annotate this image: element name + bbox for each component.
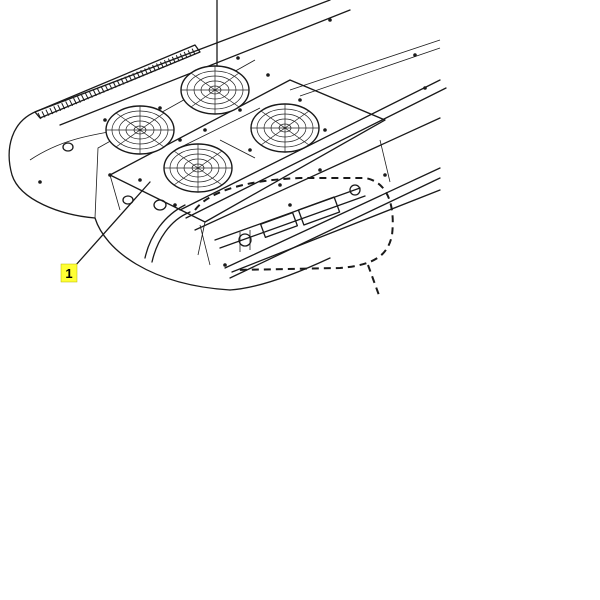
vent-slat (41, 111, 46, 118)
bolt-dot (103, 118, 107, 122)
vent-slat (96, 88, 101, 95)
vent-slat (112, 81, 117, 88)
fan-left (105, 105, 175, 155)
vent-slat (84, 92, 89, 100)
vent-slat (148, 66, 153, 74)
bolt-dot (413, 53, 417, 57)
fan-right (250, 103, 320, 153)
callout-1: 1 (60, 181, 151, 283)
vent-slat (116, 79, 121, 87)
vent-slat (191, 48, 196, 55)
bolt-dot (38, 180, 42, 184)
vent-slat (88, 91, 93, 98)
vent-slat (175, 55, 180, 62)
vent-slat (132, 73, 137, 80)
hose (144, 204, 191, 263)
bolt-dot (223, 263, 227, 267)
bolt-dot (266, 73, 270, 77)
fan-top (180, 65, 250, 115)
vent-slat (128, 74, 133, 82)
unit-housing (8, 0, 386, 291)
vent-slat (104, 84, 109, 92)
vent-slat (73, 97, 77, 105)
vent-slat (187, 50, 192, 57)
vent-slat (171, 56, 176, 64)
bolt-dot (323, 128, 327, 132)
bolt-dot (203, 128, 207, 132)
fan-front (163, 143, 233, 193)
frame-rails (179, 39, 447, 279)
bolt-dot (108, 173, 112, 177)
vent-slat (65, 101, 70, 108)
bolt-dot (328, 18, 332, 22)
vent-slat (69, 99, 74, 107)
vent-slat (37, 112, 42, 120)
callout-1-leader-line (74, 181, 151, 267)
vent-slat (57, 104, 62, 111)
vent-slat (140, 69, 145, 77)
bolt-dot (383, 173, 387, 177)
vent-slat (49, 107, 54, 115)
vent-slat (61, 102, 66, 110)
vent-slat (92, 89, 97, 97)
vent-slat (183, 51, 188, 59)
bolt-dot (178, 138, 182, 142)
vent-slat (53, 106, 58, 113)
bolt-dot (158, 106, 162, 110)
bolt-dot (318, 168, 322, 172)
detail-outline (194, 177, 394, 299)
vent-slat (81, 94, 85, 102)
bolt-dot (238, 108, 242, 112)
vent-slat (108, 83, 113, 90)
bolt-dot (298, 98, 302, 102)
vent-slat (167, 58, 172, 65)
bolt-dot (173, 203, 177, 207)
vent-slat (136, 71, 141, 78)
vent-slat (156, 63, 160, 70)
vent-slat (160, 61, 164, 69)
fan-dividers (174, 107, 261, 159)
bolt-dots (38, 18, 427, 267)
bolt-dot (138, 178, 142, 182)
vent-slat (77, 96, 81, 103)
bolt-dot (423, 86, 427, 90)
refrigerant-components (214, 184, 366, 252)
callout-1-highlight (60, 263, 78, 283)
bolt-dot (288, 203, 292, 207)
bolt-dot (236, 56, 240, 60)
vent-slat (120, 78, 125, 85)
bolt-dot (248, 148, 252, 152)
vent-slat (144, 68, 149, 75)
vent-slat (179, 53, 184, 60)
vent-slat (152, 64, 156, 72)
air-vent-grille (34, 44, 201, 120)
vent-slat (163, 59, 168, 67)
vent-slat (45, 109, 50, 116)
bolt-dot (278, 183, 282, 187)
vent-slat (124, 76, 129, 83)
vent-slat (100, 86, 105, 93)
callout-1-label: 1 (65, 266, 72, 281)
mounting-holes (62, 142, 167, 211)
